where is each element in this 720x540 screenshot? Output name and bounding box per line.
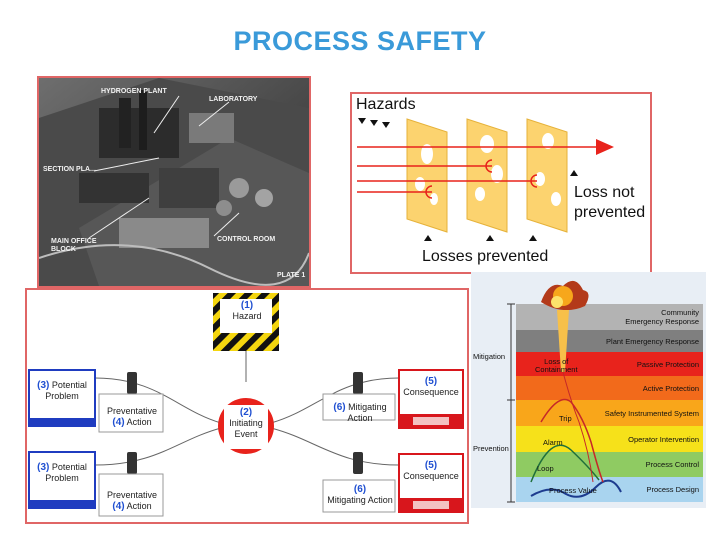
plant-photo-drawing <box>39 78 309 286</box>
preventative-action-box <box>98 393 164 433</box>
alarm-label: Alarm <box>543 438 563 447</box>
protection-layer: Active Protection <box>516 376 703 400</box>
bowtie-diagram: (1) Hazard (2) Initiating Event (3) Pote… <box>25 288 469 524</box>
trip-label: Trip <box>559 414 572 423</box>
protection-layer: Passive Protection <box>516 352 703 376</box>
swiss-cheese-model: Hazards Loss not prevented Losses preven… <box>350 92 652 274</box>
mitigating-action-text: (6) Mitigating Action <box>333 402 387 423</box>
hazard-box <box>213 293 279 351</box>
preventative-action-text: Preventative (4) Action <box>106 490 158 512</box>
label-control-room: CONTROL ROOM <box>217 236 276 243</box>
label-section-plant: SECTION PLA... <box>43 166 96 173</box>
preventative-action-text: Preventative (4) Action <box>106 406 158 428</box>
cheese-drawing <box>357 118 614 241</box>
label-laboratory: LABORATORY <box>209 96 258 103</box>
mitigating-action-text: (6) Mitigating Action <box>327 484 393 505</box>
label-plate: PLATE 1 <box>277 272 306 279</box>
consequence-box <box>398 369 464 429</box>
label-hydrogen-plant: HYDROGEN PLANT <box>101 88 167 95</box>
bowtie-drawing <box>28 293 464 517</box>
hazards-label: Hazards <box>356 96 416 113</box>
potential-problem-text: (3) Potential Problem <box>37 462 87 483</box>
loop-label: Loop <box>537 464 554 473</box>
cheese-slice <box>526 118 568 233</box>
cheese-slice <box>406 118 448 233</box>
lop-drawing <box>507 280 622 503</box>
protection-layer: Community Emergency Response <box>516 304 703 330</box>
consequence-text: (5) Consequence <box>403 376 459 397</box>
prevention-label: Prevention <box>473 444 509 453</box>
page-title: PROCESS SAFETY <box>233 26 487 56</box>
initiating-event-text: (2) Initiating Event <box>229 407 263 439</box>
hazard-arrows-icon <box>358 118 390 128</box>
mitigation-label: Mitigation <box>473 352 506 361</box>
process-value-label: Process Value <box>549 486 597 495</box>
containment-label: Loss of Containment <box>535 357 578 374</box>
plant-aerial-photo: HYDROGEN PLANT LABORATORY SECTION PLA...… <box>37 76 311 288</box>
consequence-text: (5) Consequence <box>403 460 459 481</box>
explosion-icon <box>541 280 589 372</box>
hazard-text: (1) Hazard <box>232 300 262 321</box>
loss-not-label: Loss not <box>574 184 635 201</box>
potential-problem-text: (3) Potential Problem <box>37 380 87 401</box>
label-main-office: MAIN OFFICE BLOCK <box>51 238 97 253</box>
potential-problem-box <box>28 451 96 509</box>
mitigating-action-box <box>322 393 396 421</box>
consequence-box <box>398 453 464 513</box>
protection-layer: Operator Intervention <box>516 426 703 452</box>
prevented-label: prevented <box>574 204 646 221</box>
losses-prevented-label: Losses prevented <box>422 248 549 265</box>
preventative-action-box <box>98 473 164 517</box>
cheese-slice <box>466 118 508 233</box>
protection-layer: Process Control <box>516 452 703 477</box>
mitigating-action-box <box>322 479 396 513</box>
barrier-blocks <box>127 372 363 474</box>
potential-problem-box <box>28 369 96 427</box>
prevented-arrows-icon <box>424 170 578 241</box>
